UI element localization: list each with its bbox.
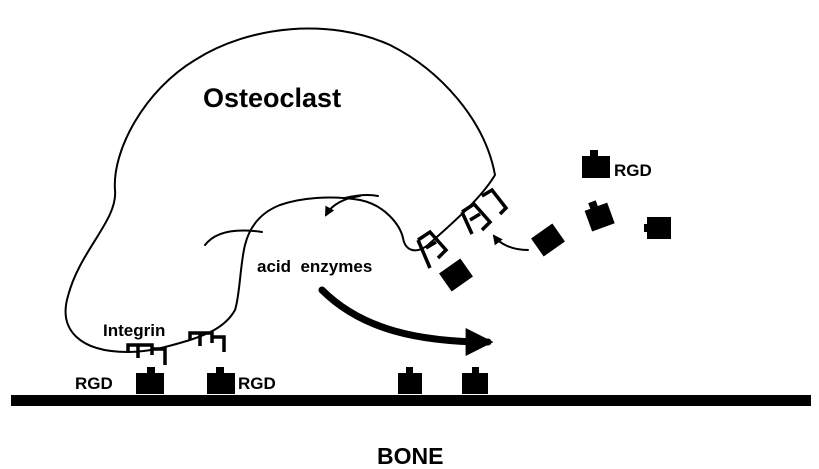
rgd-ligand — [398, 367, 422, 394]
integrin-receptor — [190, 333, 224, 352]
rgd-label-left: RGD — [75, 374, 113, 393]
osteoclast-membrane — [66, 29, 495, 352]
bone-surface — [11, 395, 811, 406]
acid-enzymes-label: acid enzymes — [257, 257, 372, 276]
rgd-ligand — [207, 367, 235, 394]
rgd-ligand — [136, 367, 164, 394]
rgd-ligand-released — [583, 197, 615, 232]
integrin-receptor — [482, 190, 506, 214]
rgd-ligand-bound — [439, 259, 473, 292]
integrin-receptor — [462, 204, 490, 234]
rgd-ligand — [462, 367, 488, 394]
rgd-label-right: RGD — [614, 161, 652, 180]
integrin-label: Integrin — [103, 321, 165, 340]
rgd-label-mid: RGD — [238, 374, 276, 393]
membrane-fold-left — [205, 231, 262, 245]
rgd-ligand-released — [531, 224, 565, 257]
bone-label: BONE — [377, 443, 443, 469]
integrin-receptor — [418, 232, 446, 268]
rgd-ligand-released — [582, 150, 610, 178]
binding-arrow — [494, 236, 528, 250]
rgd-ligand-released — [644, 217, 671, 239]
integrin-receptor — [128, 345, 165, 365]
osteoclast-label: Osteoclast — [203, 83, 341, 113]
secretion-arrow — [322, 290, 488, 342]
